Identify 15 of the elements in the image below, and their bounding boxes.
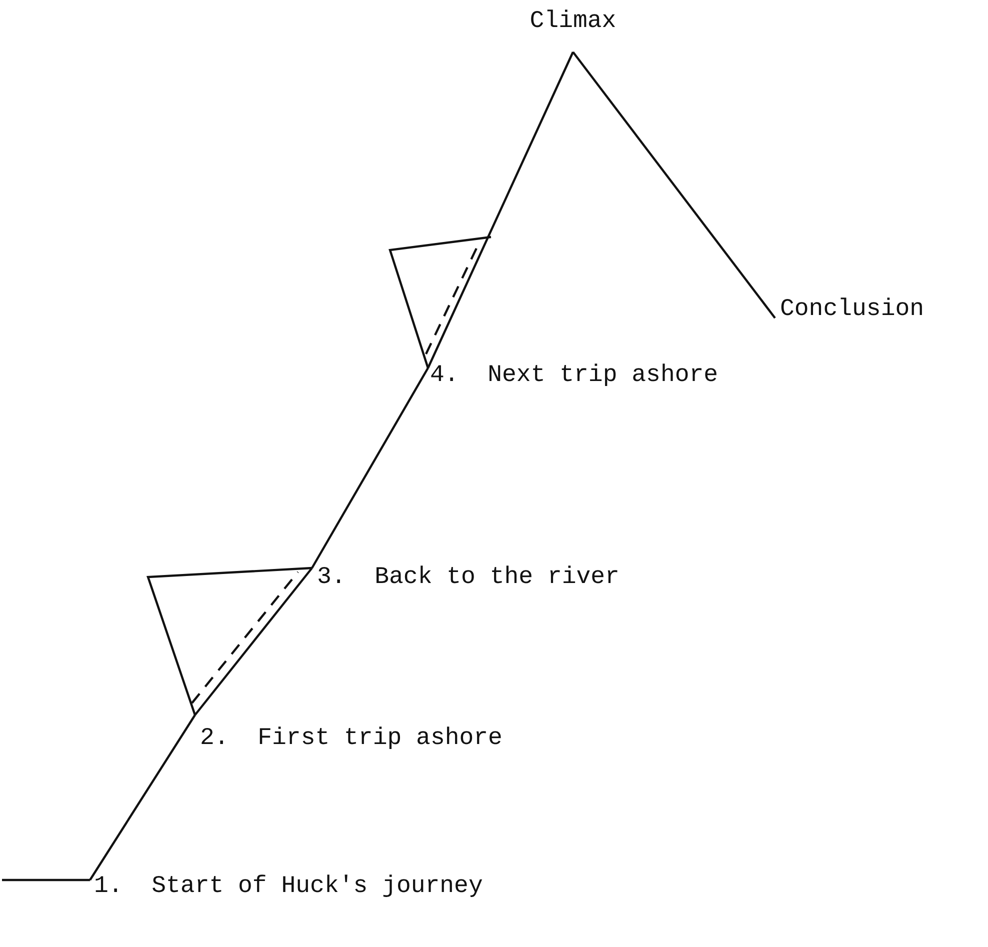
plot-line xyxy=(388,236,492,368)
plot-line xyxy=(194,567,313,716)
stage-label: 2. First trip ashore xyxy=(200,725,502,753)
stage-label: Conclusion xyxy=(780,296,924,324)
plot-line xyxy=(89,714,196,881)
dashed-line xyxy=(191,571,299,704)
plot-line xyxy=(2,878,90,882)
stage-label: 4. Next trip ashore xyxy=(430,362,718,390)
stage-label: 1. Start of Huck's journey xyxy=(94,873,483,901)
stage-label: 3. Back to the river xyxy=(317,564,620,592)
plot-line xyxy=(146,566,312,716)
plot-line xyxy=(427,52,574,368)
stage-label: Climax xyxy=(530,8,616,36)
plot-line xyxy=(311,367,429,569)
plot-line xyxy=(572,51,776,319)
